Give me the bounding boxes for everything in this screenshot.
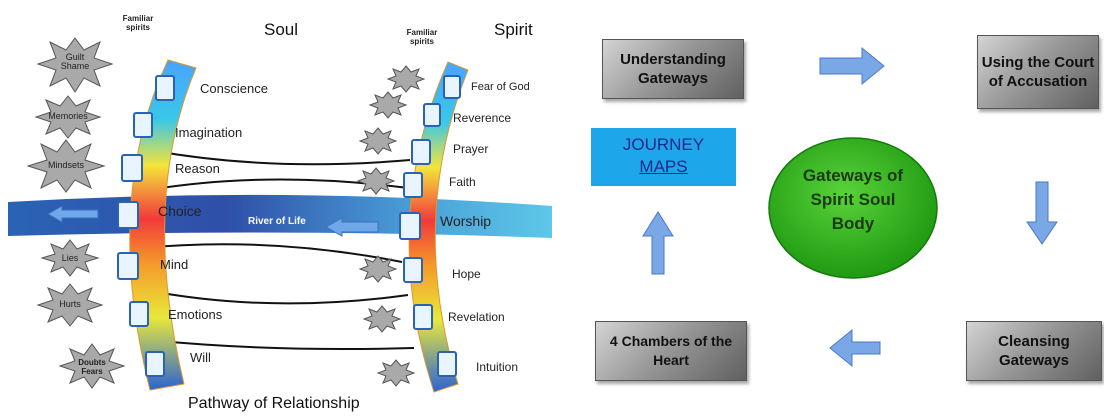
spirit-label-intuition: Intuition: [476, 360, 519, 374]
center-ellipse: [768, 137, 938, 279]
star-icon: [34, 95, 102, 139]
spirit-label-fear-of-god: Fear of God: [471, 81, 530, 93]
star-icon: [58, 343, 126, 389]
star-icon: [358, 255, 398, 283]
star-label-mindsets: Mindsets: [47, 160, 84, 170]
river-arrow-spirit-icon: [324, 217, 379, 237]
arrow-up-icon: [642, 211, 674, 275]
connector-line: [141, 243, 403, 263]
connector-line: [149, 149, 411, 166]
soul-label-emotions: Emotions: [168, 307, 223, 322]
star-icon: [356, 167, 396, 195]
arrow-left-icon: [829, 328, 881, 368]
soul-title: Soul: [264, 20, 299, 39]
spirit-label-hope: Hope: [452, 267, 481, 281]
star-icon: [368, 91, 408, 119]
star-icon: [386, 65, 426, 93]
journey-maps-box: JOURNEY MAPS: [591, 128, 736, 186]
river-of-life-label: River of Life: [248, 216, 306, 227]
star-icon: [376, 359, 416, 387]
arrow-right-icon: [819, 46, 885, 86]
journey-label: JOURNEY: [622, 135, 705, 154]
star-icon: [36, 37, 114, 93]
soul-label-mind: Mind: [160, 257, 189, 272]
river-arrow-left-icon: [46, 205, 99, 223]
connector-line: [144, 289, 409, 305]
connector-line: [149, 339, 415, 350]
four-chambers-box: 4 Chambers of the Heart: [595, 321, 747, 381]
soul-label-choice: Choice: [158, 203, 202, 219]
pathway-footer: Pathway of Relationship: [188, 395, 360, 412]
spirit-label-worship: Worship: [440, 213, 492, 229]
star-label-guilt-shame: Guilt Shame: [60, 52, 90, 71]
maps-link[interactable]: MAPS: [639, 157, 688, 176]
familiar-spirits-right: Familiar spirits: [406, 28, 438, 46]
left-stars: [26, 37, 126, 389]
familiar-spirits-left: Familiar spirits: [122, 14, 154, 32]
right-stars: [356, 65, 426, 387]
spirit-label-prayer: Prayer: [453, 142, 489, 156]
star-label-doubts-fears: Doubts Fears: [78, 358, 106, 376]
soul-label-reason: Reason: [175, 161, 220, 176]
soul-label-will: Will: [190, 350, 211, 365]
spirit-label-revelation: Revelation: [448, 310, 505, 324]
diagram-graphics: [8, 37, 552, 393]
soul-gateways: [117, 75, 175, 377]
star-icon: [362, 305, 402, 333]
cycle-graphics: [642, 46, 1058, 368]
star-label-memories: Memories: [48, 111, 88, 121]
star-label-hurts: Hurts: [59, 299, 81, 309]
star-label-lies: Lies: [61, 253, 79, 263]
star-icon: [358, 127, 398, 155]
soul-label-imagination: Imagination: [175, 125, 243, 140]
star-icon: [26, 139, 106, 193]
arrow-down-icon: [1026, 181, 1058, 245]
spirit-label-faith: Faith: [449, 175, 476, 189]
spirit-title: Spirit: [494, 20, 533, 39]
spirit-gateways: [399, 75, 461, 377]
spirit-label-reverence: Reverence: [453, 111, 512, 125]
court-of-accusation-box: Using the Court of Accusation: [977, 35, 1099, 109]
understanding-gateways-box: Understanding Gateways: [602, 39, 744, 99]
soul-label-conscience: Conscience: [200, 81, 268, 96]
star-icon: [36, 283, 104, 327]
center-label: Gateways of Spirit Soul Body: [802, 166, 904, 233]
star-icon: [40, 239, 100, 277]
soul-spirit-diagram: Soul Spirit Familiar spirits Familiar sp…: [8, 14, 552, 412]
cleansing-gateways-box: Cleansing Gateways: [966, 321, 1102, 381]
